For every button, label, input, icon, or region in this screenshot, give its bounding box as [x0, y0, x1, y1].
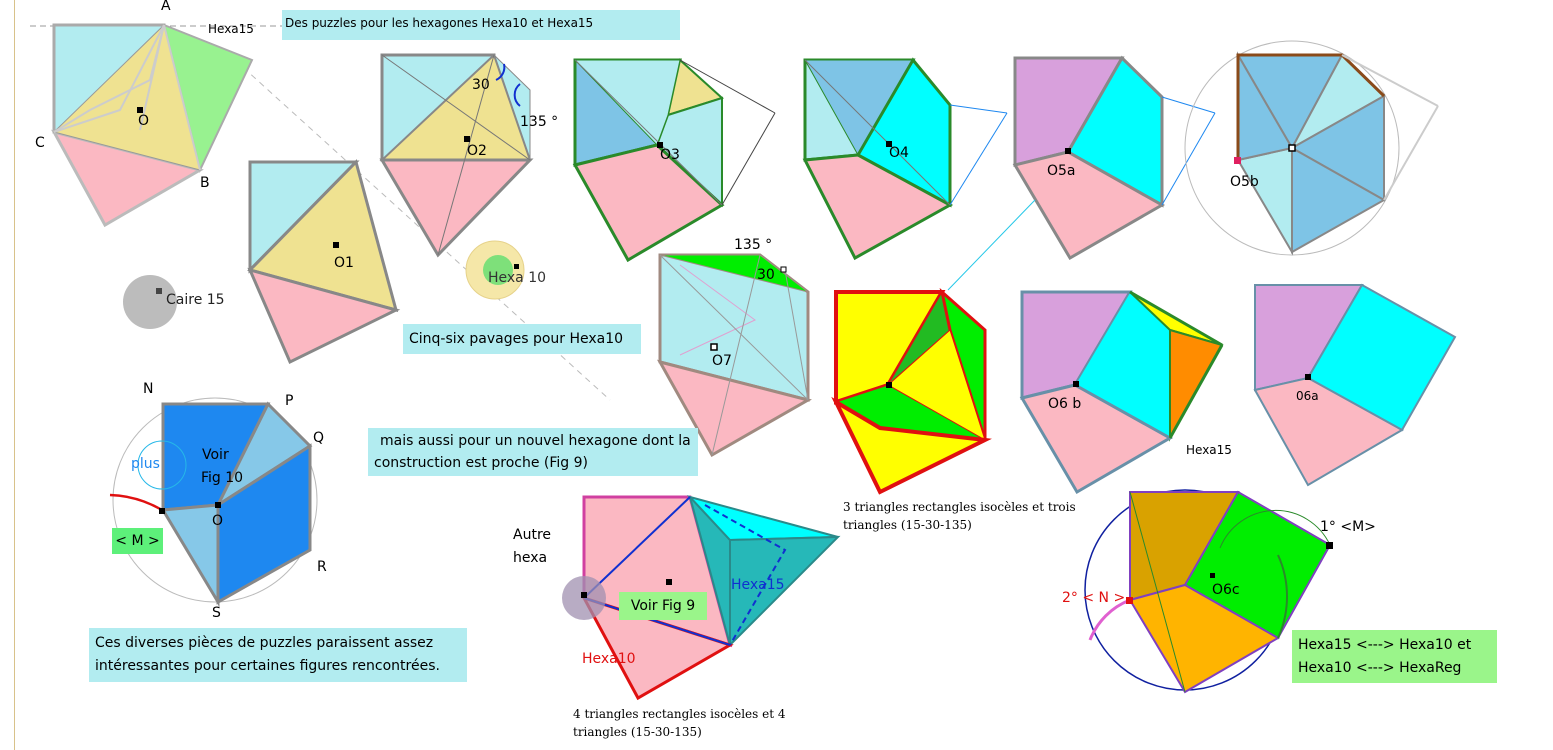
vertex-c-label: C: [35, 135, 45, 151]
figure-three-triangles: [831, 287, 992, 495]
angle-30-label-b: 30: [757, 267, 775, 283]
autre-label: Autre: [513, 527, 552, 543]
center-o-bottom-label: O: [212, 513, 224, 529]
vertex-s-label: S: [212, 605, 221, 621]
caire15-label: Caire 15: [166, 292, 225, 308]
hexa15-mid-label: Hexa15: [1186, 443, 1232, 457]
figure-o5a: [947, 55, 1216, 291]
o6c-label: O6c: [1212, 582, 1240, 598]
figure-o3: [572, 58, 776, 263]
figure-o6a: [1253, 283, 1457, 487]
center-o-label: O: [138, 113, 150, 129]
three-caption-line1: 3 triangles rectangles isocèles et trois: [843, 500, 1076, 514]
figure-o2: [379, 53, 534, 258]
left-guide-line: [14, 0, 15, 750]
three-caption-line2: triangles (15-30-135): [843, 518, 972, 532]
o5a-label: O5a: [1047, 163, 1076, 179]
vertex-b-label: B: [200, 175, 210, 191]
hexa10-circle-figure: [465, 240, 525, 300]
point-o7: [710, 343, 718, 351]
angle-135-label-b: 135 °: [734, 237, 773, 253]
angle-135-label-a: 135 °: [520, 114, 559, 130]
figure-autre-hexa: [562, 495, 841, 701]
point-o5b: [1288, 144, 1296, 152]
four-triangles-caption: 4 triangles rectangles isocèles et 4 tri…: [573, 705, 786, 741]
point-o4: [886, 141, 892, 147]
o1-label: O1: [334, 255, 354, 271]
figure-npqrs: [109, 397, 318, 608]
hexa-conv-line2: Hexa10 <---> HexaReg: [1298, 660, 1462, 676]
hexa10-red-label: Hexa10: [582, 651, 636, 667]
second-n-label: 2° < N >: [1062, 590, 1126, 606]
hexa15-blue-label: Hexa15: [731, 577, 785, 593]
angle-30-label-a: 30: [472, 77, 490, 93]
figure-o1: [247, 159, 401, 365]
four-caption-line1: 4 triangles rectangles isocèles et 4: [573, 707, 786, 721]
o4-label: O4: [889, 145, 909, 161]
vertex-r-label: R: [317, 559, 327, 575]
figure-o: [51, 23, 254, 228]
point-o: [137, 107, 143, 113]
voir-fig9-button[interactable]: Voir Fig 9: [619, 592, 707, 620]
title-box: Des puzzles pour les hexagones Hexa10 et…: [282, 10, 680, 40]
hexa-label: hexa: [513, 550, 548, 566]
point-o3: [657, 142, 663, 148]
o5b-label: O5b: [1230, 174, 1259, 190]
hexa-conversion-box[interactable]: Hexa15 <---> Hexa10 et Hexa10 <---> Hexa…: [1292, 630, 1497, 683]
ces-diverses-box: Ces diverses pièces de puzzles paraissen…: [89, 628, 467, 682]
ces-line1: Ces diverses pièces de puzzles paraissen…: [95, 635, 434, 651]
point-o6a: [1305, 374, 1311, 380]
figure-o6c: [1084, 489, 1333, 694]
point-o1: [333, 242, 339, 248]
four-caption-line2: triangles (15-30-135): [573, 725, 702, 739]
o6a-label: 06a: [1296, 389, 1319, 403]
vertex-q-label: Q: [313, 430, 325, 446]
figure-o4: [802, 57, 1008, 261]
point-o5a: [1065, 148, 1071, 154]
caire15-figure: [123, 275, 177, 329]
ces-line2: intéressantes pour certaines figures ren…: [95, 658, 440, 674]
o6b-label: O6 b: [1048, 396, 1082, 412]
o7-label: O7: [712, 353, 732, 369]
three-triangles-caption: 3 triangles rectangles isocèles et trois…: [843, 498, 1076, 534]
mais-aussi-line1: mais aussi pour un nouvel hexagone dont …: [380, 433, 691, 449]
vertex-p-label: P: [285, 393, 294, 409]
hexa15-top-label: Hexa15: [208, 22, 254, 36]
point-o6c: [1210, 573, 1215, 578]
mais-aussi-box: mais aussi pour un nouvel hexagone dont …: [368, 428, 698, 476]
figure-o7: [656, 253, 812, 458]
hexa-conv-line1: Hexa15 <---> Hexa10 et: [1298, 637, 1472, 653]
vertex-n-label: N: [143, 381, 154, 397]
plus-link[interactable]: plus: [131, 456, 160, 472]
point-o6b: [1073, 381, 1079, 387]
figure-o6b: [1019, 290, 1224, 495]
o2-label: O2: [467, 143, 487, 159]
fig10-label: Fig 10: [201, 470, 244, 486]
figure-o5b: [1184, 40, 1439, 256]
o3-label: O3: [660, 147, 680, 163]
m-button[interactable]: < M >: [112, 528, 163, 554]
point-o2: [464, 136, 470, 142]
voir-label: Voir: [202, 447, 229, 463]
mais-aussi-line2: construction est proche (Fig 9): [374, 455, 588, 471]
cinq-six-box: Cinq-six pavages pour Hexa10: [403, 324, 641, 354]
first-m-label: 1° <M>: [1320, 519, 1376, 535]
hexa10-circle-label: Hexa 10: [488, 270, 547, 286]
vertex-a-label: A: [161, 0, 171, 14]
